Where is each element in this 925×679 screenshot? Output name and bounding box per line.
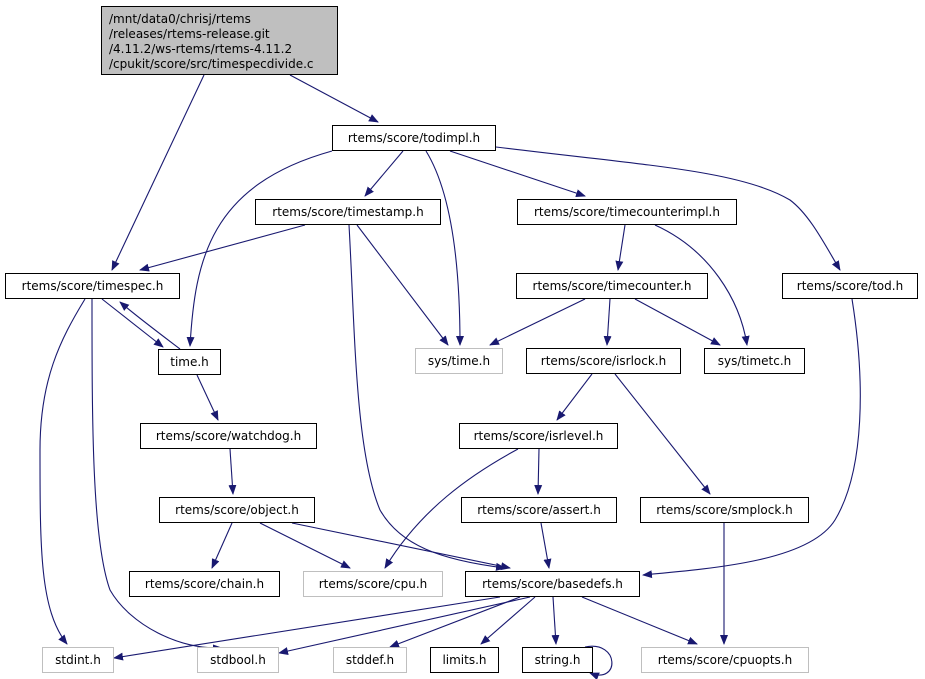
root-label-line: /cpukit/score/src/timespecdivide.c [109, 57, 314, 71]
node-object[interactable]: rtems/score/object.h [159, 497, 315, 523]
edge-timecounter-to-systime [489, 298, 586, 346]
edge-timestamp-to-systime [356, 224, 449, 346]
edge-isrlevel-to-cpu [384, 448, 519, 569]
edge-basedefs-to-stdint [113, 596, 501, 661]
edge-timestamp-to-basedefs [348, 224, 506, 571]
edge-timestamp-to-timespec [139, 224, 306, 272]
edge-assert-to-basedefs [540, 522, 552, 569]
node-limits-h[interactable]: limits.h [430, 647, 499, 673]
node-watchdog[interactable]: rtems/score/watchdog.h [140, 423, 317, 449]
edge-todimpl-to-timecounterimpl [449, 150, 586, 197]
edge-timecounter-to-systimetc [634, 298, 721, 346]
node-timestamp[interactable]: rtems/score/timestamp.h [255, 199, 441, 225]
edge-timecounterimpl-to-timecounter [615, 224, 626, 271]
node-timespec[interactable]: rtems/score/timespec.h [5, 273, 180, 299]
root-file-node: /mnt/data0/chrisj/rtems /releases/rtems-… [101, 6, 338, 75]
edge-object-to-basedefs [291, 522, 511, 571]
node-chain[interactable]: rtems/score/chain.h [129, 571, 280, 597]
node-smplock[interactable]: rtems/score/smplock.h [640, 497, 809, 523]
edge-timecounterimpl-to-systimetc [654, 224, 750, 346]
node-isrlock[interactable]: rtems/score/isrlock.h [526, 348, 681, 374]
node-stddef-h[interactable]: stddef.h [333, 647, 407, 673]
edge-root-to-timespec [111, 74, 205, 271]
edge-object-to-chain [211, 522, 233, 569]
edge-string-to-string [584, 645, 613, 679]
edge-timespec-to-timeh [101, 298, 164, 348]
root-label-line: /4.11.2/ws-rtems/rtems-4.11.2 [109, 42, 293, 56]
edge-todimpl-to-timeh [186, 150, 333, 347]
edge-isrlock-to-isrlevel [556, 373, 593, 421]
node-basedefs[interactable]: rtems/score/basedefs.h [465, 571, 640, 597]
edge-timeh-to-watchdog [196, 374, 219, 421]
node-stdint-h[interactable]: stdint.h [42, 647, 114, 673]
edge-basedefs-to-limits [480, 596, 536, 645]
edge-isrlock-to-smplock [614, 373, 711, 495]
node-cpuopts[interactable]: rtems/score/cpuopts.h [641, 647, 809, 673]
node-todimpl[interactable]: rtems/score/todimpl.h [332, 125, 496, 151]
edge-basedefs-to-stdbool [278, 596, 531, 655]
edge-basedefs-to-stddef [389, 596, 521, 648]
edge-timespec-to-stdbool [91, 298, 223, 653]
node-timecounter[interactable]: rtems/score/timecounter.h [516, 273, 708, 299]
edge-timespec-to-stdint [39, 298, 86, 645]
edge-timecounter-to-isrlock [603, 298, 612, 346]
edge-todimpl-to-tod [495, 146, 841, 271]
edge-todimpl-to-timestamp [364, 150, 404, 197]
root-label-line: /releases/rtems-release.git [109, 27, 270, 41]
edge-basedefs-to-cpuopts [581, 596, 698, 645]
node-assert[interactable]: rtems/score/assert.h [461, 497, 617, 523]
node-string-h[interactable]: string.h [522, 647, 593, 673]
edge-todimpl-to-systime [425, 150, 464, 346]
edge-root-to-todimpl [289, 74, 379, 123]
node-sys-time-h[interactable]: sys/time.h [415, 348, 503, 374]
node-isrlevel[interactable]: rtems/score/isrlevel.h [459, 423, 618, 449]
node-stdbool-h[interactable]: stdbool.h [197, 647, 279, 673]
edge-tod-to-basedefs [642, 298, 861, 579]
node-sys-timetc-h[interactable]: sys/timetc.h [704, 348, 805, 374]
node-timecounterimpl[interactable]: rtems/score/timecounterimpl.h [517, 199, 737, 225]
edge-basedefs-to-string [551, 596, 560, 645]
node-tod[interactable]: rtems/score/tod.h [782, 273, 918, 299]
edge-timeh-to-timespec [119, 301, 181, 350]
root-label-line: /mnt/data0/chrisj/rtems [109, 12, 251, 26]
edge-object-to-cpu [259, 522, 351, 569]
edge-isrlevel-to-assert [534, 448, 543, 495]
node-cpu[interactable]: rtems/score/cpu.h [303, 571, 443, 597]
edge-watchdog-to-object [228, 448, 237, 495]
node-time-h[interactable]: time.h [158, 349, 221, 375]
